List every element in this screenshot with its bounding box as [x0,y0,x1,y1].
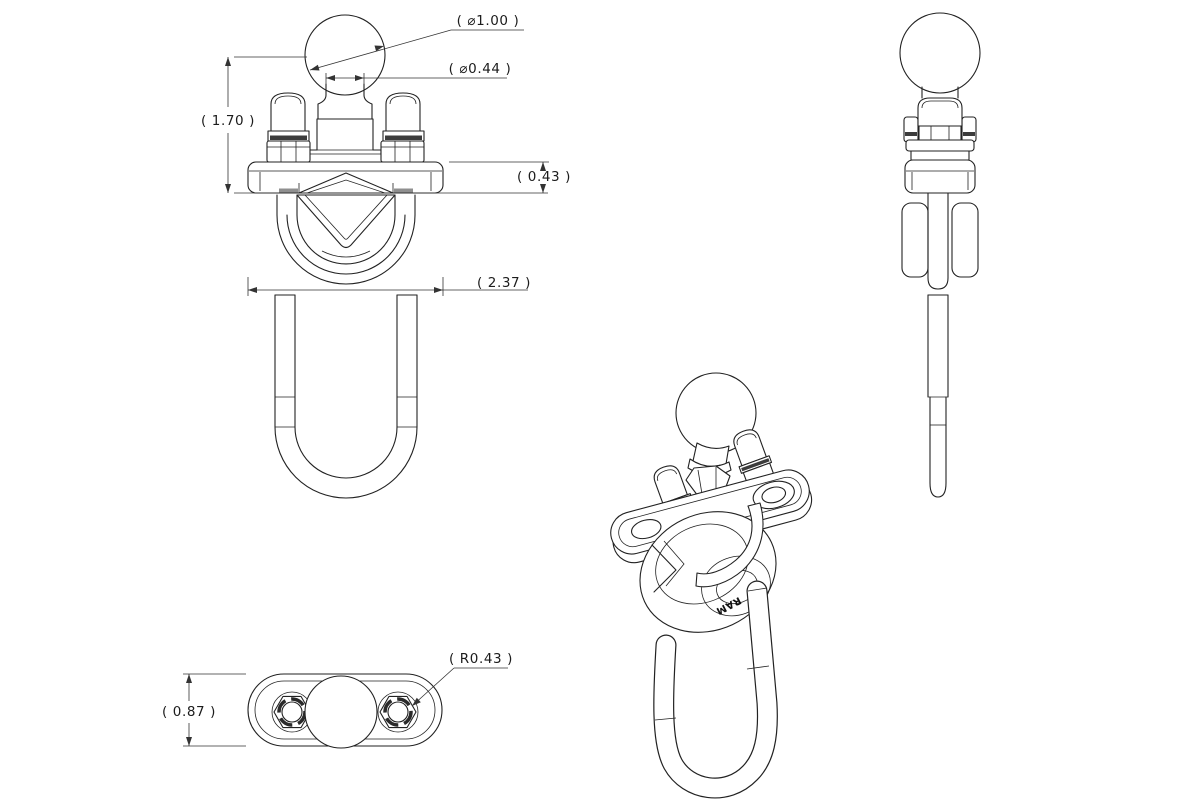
top-right-nut-chamfer [383,697,413,727]
label-end-radius: ( R0.43 ) [449,651,513,667]
dim-end-radius: ( R0.43 ) [411,651,513,707]
front-clamp-base [247,161,444,194]
front-left-washer-shade [270,135,307,140]
side-view [899,12,981,498]
label-base-depth: ( 0.87 ) [162,704,216,720]
side-stem [903,86,977,161]
arrowhead [186,674,192,683]
side-ball [899,12,981,94]
dim-ball-diameter: ( ⌀1.00 ) [309,13,524,71]
iso-ubolt-installed-hook [695,502,764,588]
arrowhead [310,64,320,71]
arrowhead [434,287,443,293]
dim-overall-height: ( 1.70 ) [201,56,548,194]
dim-post-diameter: ( ⌀0.44 ) [325,61,512,84]
arrowhead [186,737,192,746]
iso-right-stud [733,429,774,484]
arrowhead [412,697,421,706]
dim-base-width: ( 2.37 ) [247,275,531,296]
label-base-thickness: ( 0.43 ) [517,169,571,185]
front-right-washer-shade [385,135,422,140]
arrowhead [355,75,364,81]
side-saddle [901,202,979,278]
front-saddle [296,194,396,258]
arrowhead [540,184,546,193]
arrowhead [326,75,335,81]
front-ubolt-installed [276,194,416,285]
front-right-bolt [380,92,425,163]
dim-base-depth: ( 0.87 ) [162,673,246,747]
label-ball-diameter: ( ⌀1.00 ) [457,13,520,29]
arrowhead [225,57,231,66]
side-clamp-base [904,159,976,194]
label-overall-height: ( 1.70 ) [201,113,255,129]
top-view [247,673,443,749]
front-stem [300,83,390,163]
arrowhead [540,162,546,171]
side-right-washer-shade [963,132,975,136]
side-ubolt-installed [927,192,949,290]
arrowhead [374,45,384,52]
front-left-bolt [266,92,311,163]
label-base-width: ( 2.37 ) [477,275,531,291]
iso-ubolt-loose [653,580,778,799]
side-left-washer-shade [905,132,917,136]
arrowhead [225,184,231,193]
top-ball [304,675,378,749]
side-ubolt-loose [927,294,949,498]
iso-saddle [639,511,777,633]
front-ubolt-loose [274,294,418,499]
arrowhead [248,287,257,293]
label-post-diameter: ( ⌀0.44 ) [449,61,512,77]
isometric-view: RAM [610,372,813,799]
front-ball [304,14,386,96]
front-view [247,14,444,499]
iso-right-washer-shade [741,458,770,472]
front-left-thread-shade [279,188,298,193]
top-right-nut [377,691,419,733]
dim-base-thickness: ( 0.43 ) [449,161,571,193]
front-right-thread-shade [394,188,413,193]
